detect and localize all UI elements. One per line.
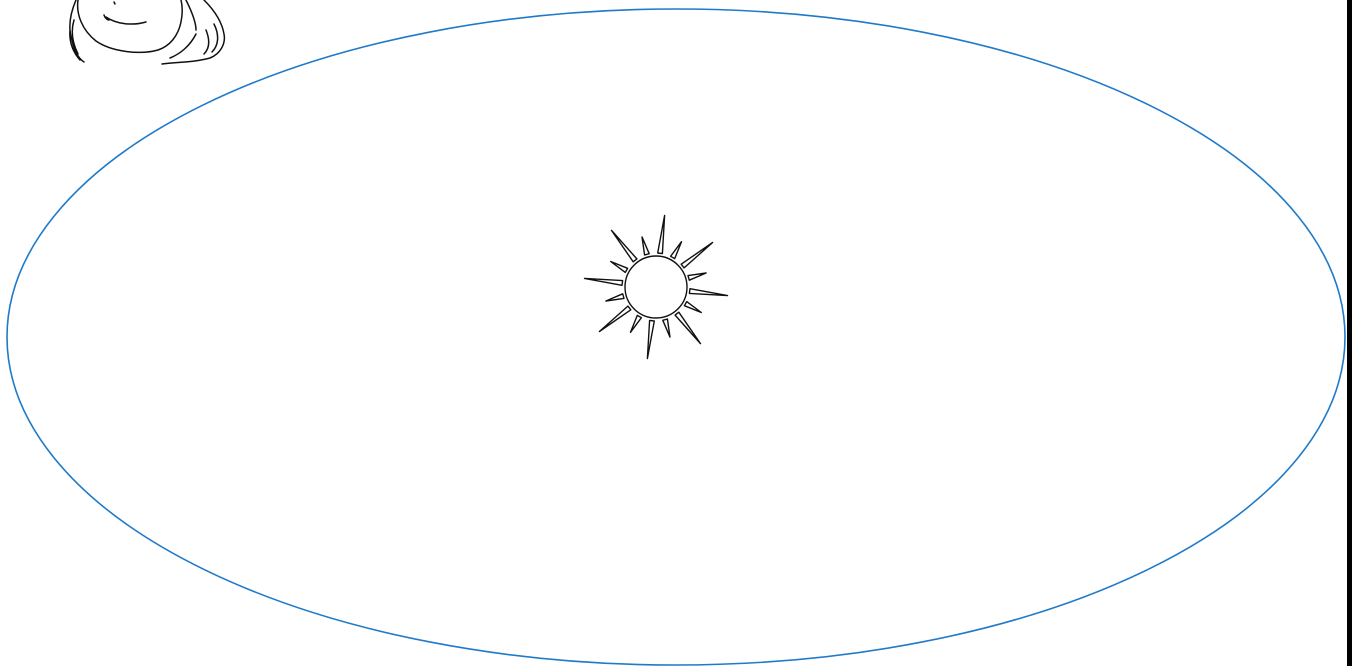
sun-ray xyxy=(647,320,654,358)
hair-right xyxy=(162,0,224,64)
sun-ray xyxy=(631,315,642,332)
hair-left xyxy=(70,0,84,62)
sun-ray xyxy=(688,273,706,280)
sun-rays xyxy=(585,216,728,359)
sun-icon xyxy=(585,216,728,359)
sun-ray xyxy=(612,230,637,261)
sun-ray xyxy=(606,294,624,301)
right-edge-line xyxy=(1347,0,1352,666)
sun-ray xyxy=(675,312,700,343)
sun-ray xyxy=(681,243,712,268)
sun-ray xyxy=(671,242,682,259)
nose xyxy=(114,2,115,4)
sun-ray xyxy=(689,289,727,296)
sun-ray xyxy=(585,278,623,285)
orbit-ellipse xyxy=(7,9,1345,665)
person-face-icon xyxy=(70,0,225,64)
mouth xyxy=(104,15,146,24)
face-outline xyxy=(78,0,183,52)
sun-ray xyxy=(658,216,665,254)
sun-ray xyxy=(642,237,649,255)
sun-ray xyxy=(684,302,701,313)
sun-disc xyxy=(625,256,687,318)
sun-ray xyxy=(611,262,628,273)
sun-ray xyxy=(663,319,670,337)
sun-ray xyxy=(599,306,630,331)
